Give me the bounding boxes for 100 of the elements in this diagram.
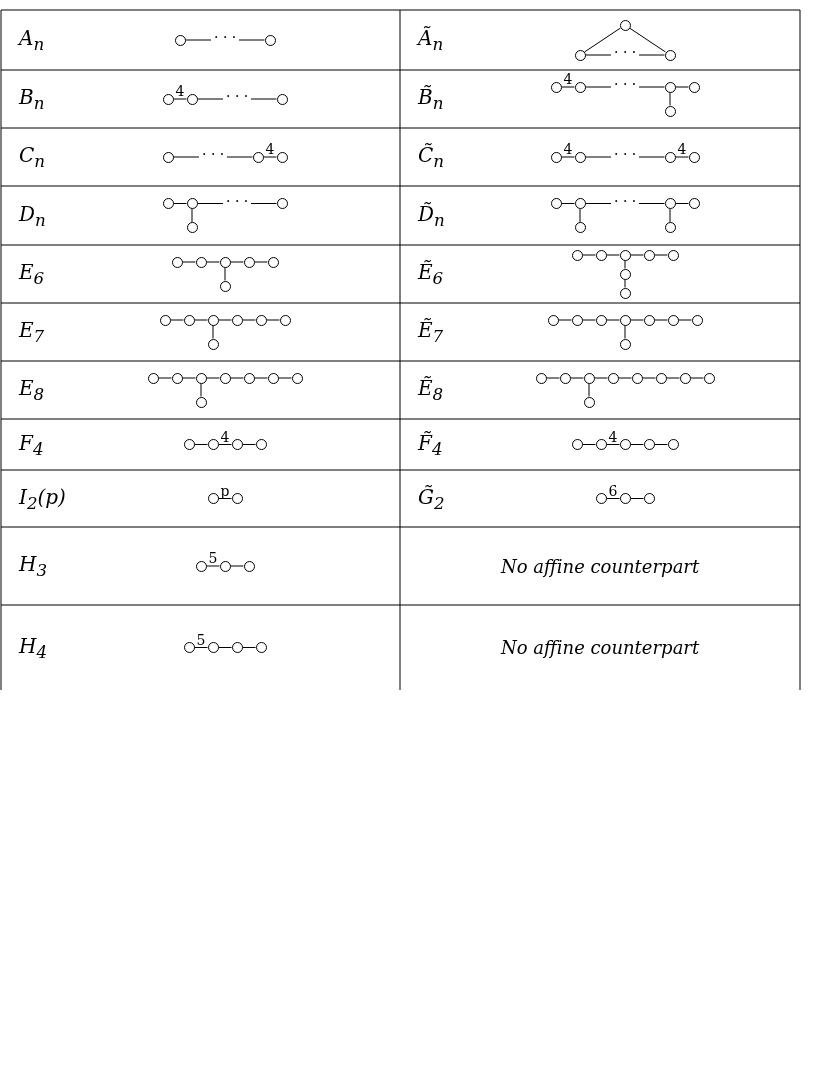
row-label: H$_{3}$	[19, 552, 48, 580]
edge-label: 4	[563, 142, 573, 156]
row-label: C̃$_{n}$	[418, 143, 445, 171]
row-label: I$_{2}$(p)	[19, 484, 66, 513]
row-label: Ẽ$_{7}$	[418, 318, 444, 346]
edge-line	[654, 319, 668, 321]
node-circle	[174, 34, 186, 46]
node-circle	[688, 81, 700, 93]
node-circle	[571, 249, 583, 261]
edge-line	[678, 319, 692, 321]
edge-label: 4	[175, 84, 185, 98]
edge-label: 4	[265, 142, 275, 156]
edge-line	[630, 498, 644, 499]
edge-line	[606, 498, 620, 499]
node-circle	[655, 372, 667, 384]
edge-line	[666, 377, 680, 379]
edge-line	[630, 254, 644, 256]
row-label: E$_{7}$	[19, 318, 45, 346]
row-label: B̃$_{n}$	[418, 85, 444, 113]
node-circle	[619, 287, 631, 299]
row-label: C$_{n}$	[19, 143, 46, 171]
node-circle	[550, 198, 562, 209]
node-circle	[183, 439, 195, 450]
node-circle	[207, 439, 219, 450]
edge-line	[242, 647, 256, 648]
edge-label: 5	[208, 551, 218, 565]
edge-line	[266, 319, 280, 321]
edge-line	[629, 27, 666, 53]
edge-line	[242, 319, 256, 321]
node-circle	[195, 372, 207, 384]
row-label: D$_{n}$	[19, 201, 46, 230]
node-circle	[595, 249, 607, 261]
node-circle	[643, 314, 655, 326]
edge-line	[278, 377, 292, 379]
edge-line	[224, 267, 226, 281]
edge-line	[242, 444, 256, 445]
node-circle	[243, 256, 255, 268]
edge-line	[606, 444, 620, 445]
node-circle	[619, 338, 631, 350]
edge-line	[582, 444, 596, 445]
node-circle	[703, 372, 715, 384]
node-circle	[231, 314, 243, 326]
node-circle	[688, 198, 700, 209]
node-circle	[619, 249, 631, 261]
edge-line	[669, 208, 671, 223]
node-circle	[183, 314, 195, 326]
edge-line	[561, 156, 575, 158]
node-circle	[595, 493, 607, 504]
node-circle	[619, 19, 631, 31]
node-circle	[559, 372, 571, 384]
node-circle	[243, 560, 255, 572]
edge-line	[200, 383, 202, 397]
edge-line	[194, 319, 208, 321]
row-label: Ẽ$_{8}$	[418, 376, 444, 404]
node-circle	[162, 198, 174, 209]
edge-line	[218, 319, 232, 321]
edge-line	[206, 261, 220, 263]
node-circle	[664, 49, 676, 61]
node-circle	[255, 439, 267, 450]
node-circle	[664, 151, 676, 163]
edge-line	[690, 377, 704, 379]
edge-line	[546, 377, 560, 379]
node-circle	[231, 439, 243, 450]
row-label: Ẽ$_{6}$	[418, 260, 444, 288]
row-label: G̃$_{2}$	[418, 484, 445, 513]
edge-line	[558, 319, 572, 321]
node-circle	[667, 249, 679, 261]
edge-line	[182, 261, 196, 263]
edge-line	[675, 86, 689, 88]
node-circle	[219, 256, 231, 268]
edge-line	[206, 377, 220, 379]
edge-line	[254, 261, 268, 263]
edge-line	[669, 92, 671, 106]
edge-line	[191, 208, 193, 223]
row-label: F̃$_{4}$	[418, 430, 443, 459]
node-circle	[279, 314, 291, 326]
edge-line	[158, 377, 172, 379]
edge-line	[561, 86, 575, 88]
node-circle	[664, 198, 676, 209]
node-circle	[207, 338, 219, 350]
node-circle	[162, 151, 174, 163]
node-circle	[147, 372, 159, 384]
node-circle	[267, 372, 279, 384]
note-text: No affine counterpart	[501, 637, 700, 658]
node-circle	[595, 439, 607, 450]
edge-line	[588, 383, 590, 397]
edge-label: 4	[220, 429, 230, 444]
node-circle	[583, 372, 595, 384]
edge-line	[218, 444, 232, 445]
edge-line	[654, 254, 668, 256]
node-circle	[183, 642, 195, 653]
node-circle	[219, 280, 231, 292]
edge-line	[584, 27, 621, 53]
node-circle	[291, 372, 303, 384]
edge-line	[194, 444, 208, 445]
node-circle	[595, 314, 607, 326]
edge-line	[194, 647, 208, 648]
node-circle	[535, 372, 547, 384]
edge-line	[263, 156, 277, 158]
node-circle	[255, 642, 267, 653]
